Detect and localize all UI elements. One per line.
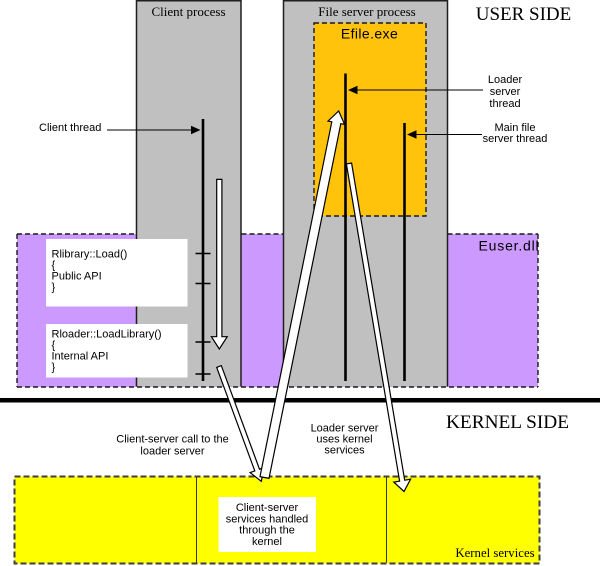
svg-text:Euser.dll: Euser.dll — [479, 238, 540, 254]
svg-text:{: { — [52, 260, 56, 272]
svg-text:server thread: server thread — [483, 133, 548, 145]
svg-text:thread: thread — [489, 98, 520, 110]
svg-text:services: services — [324, 445, 365, 457]
svg-text:Client-server call to the: Client-server call to the — [116, 434, 229, 446]
svg-text:through the: through the — [239, 525, 295, 537]
svg-text:USER SIDE: USER SIDE — [476, 4, 572, 25]
svg-text:Client-server: Client-server — [236, 502, 299, 514]
svg-text:Efile.exe: Efile.exe — [341, 26, 398, 42]
svg-text:Rlibrary::Load(): Rlibrary::Load() — [52, 249, 128, 261]
svg-text:Client thread: Client thread — [39, 122, 101, 134]
svg-text:Main file: Main file — [495, 122, 536, 134]
svg-text:Kernel services: Kernel services — [455, 546, 534, 560]
svg-text:Client process: Client process — [151, 4, 225, 19]
svg-text:Internal API: Internal API — [52, 351, 109, 363]
svg-text:Loader: Loader — [488, 74, 523, 86]
svg-text:KERNEL SIDE: KERNEL SIDE — [446, 412, 569, 433]
svg-text:loader server: loader server — [140, 446, 205, 458]
svg-text:uses kernel: uses kernel — [316, 434, 372, 446]
svg-text:{: { — [52, 340, 56, 352]
svg-text:Loader server: Loader server — [311, 423, 379, 435]
svg-text:server: server — [490, 86, 521, 98]
svg-text:}: } — [52, 362, 56, 374]
svg-text:}: } — [52, 282, 56, 294]
svg-text:Rloader::LoadLibrary(): Rloader::LoadLibrary() — [52, 329, 162, 341]
svg-text:Public API: Public API — [52, 271, 102, 283]
svg-text:File server process: File server process — [318, 4, 415, 19]
svg-text:kernel: kernel — [252, 536, 282, 548]
svg-text:services handled: services handled — [226, 514, 309, 526]
